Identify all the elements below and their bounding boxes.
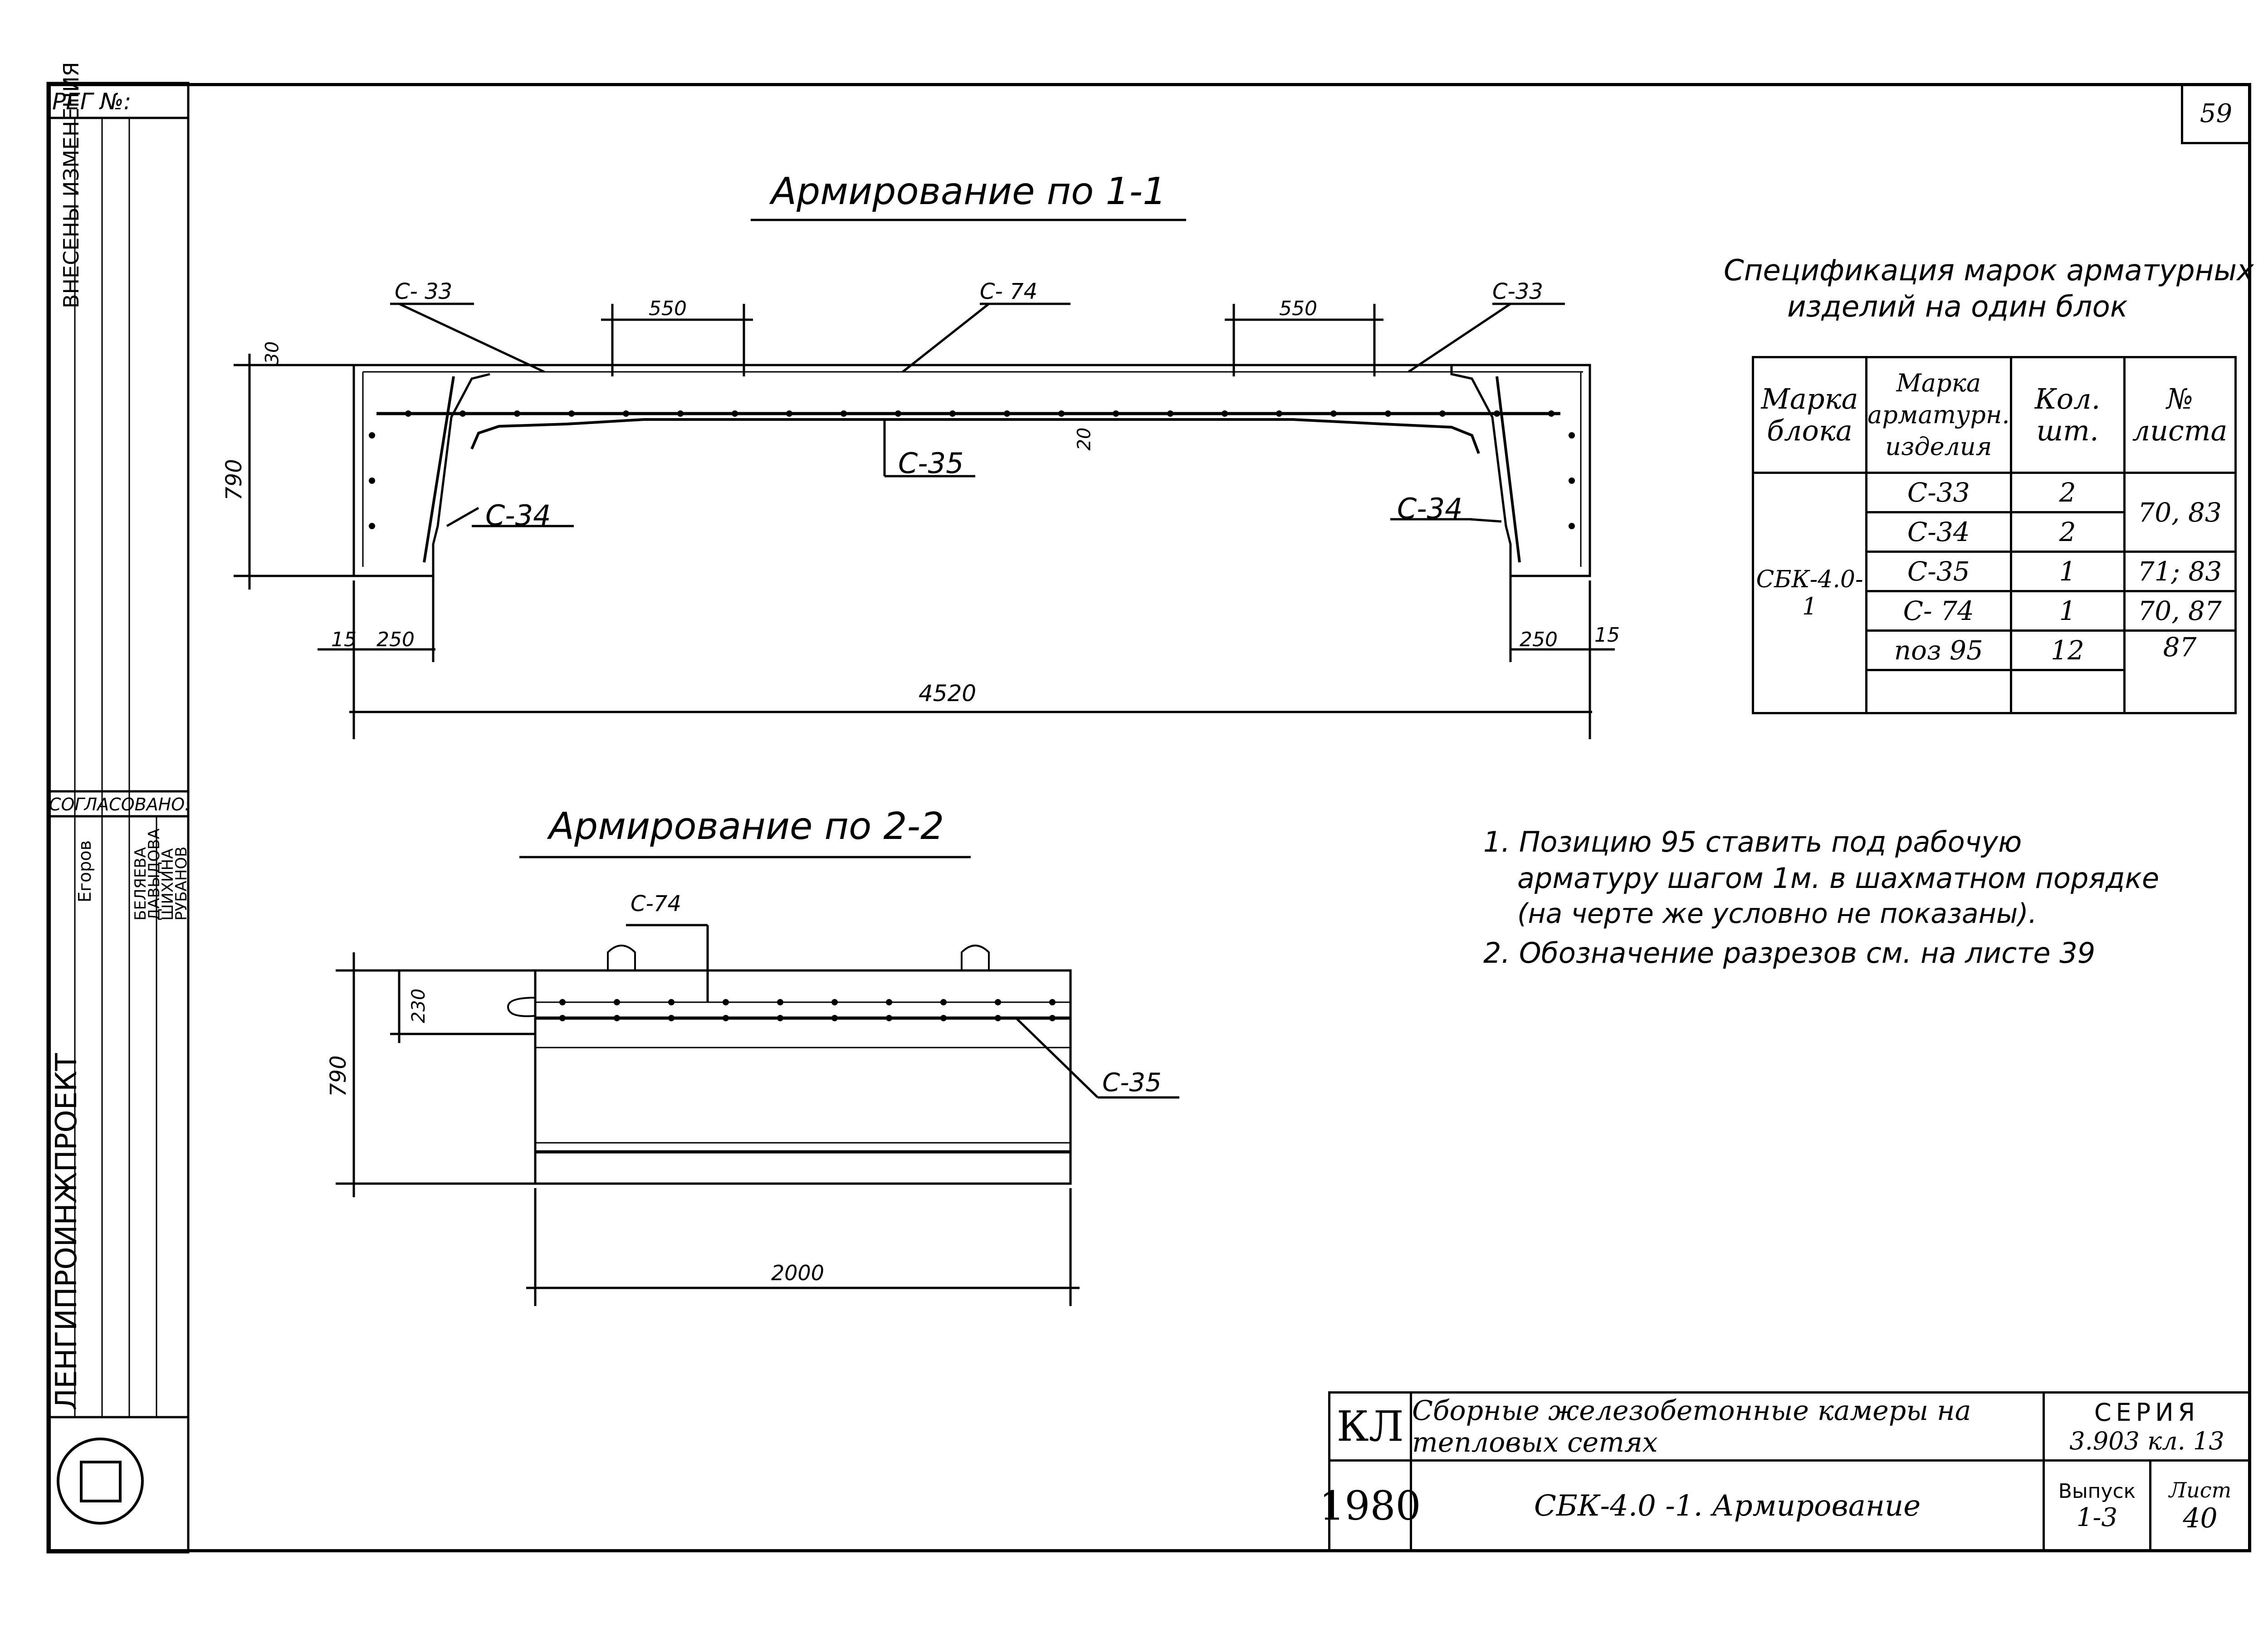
spec-sheet: 71; 83 [2123,551,2237,592]
spec-empty-cell [2009,669,2126,714]
spec-qty: 2 [2009,511,2126,553]
tb-sheet: Лист 40 [2149,1459,2251,1552]
spec-item: С-33 [1865,472,2012,513]
reg-number: РЕГ №: [52,88,132,115]
spec-header-sheet: № листа [2123,356,2237,474]
spec-empty-cell [1865,669,2012,714]
org-logo [57,1438,144,1525]
side-strip-lines [46,82,190,1554]
tb-issue-label: Выпуск [2058,1479,2136,1503]
spec-row: С- 74 1 70, 87 [1753,590,2237,632]
tb-series-label: СЕРИЯ [2094,1398,2200,1427]
spec-table: Марка блока Марка арматурн. изделия Кол.… [1752,356,2237,714]
spec-sheet: 87 [2123,629,2237,714]
label-c35-s2: С-35 [1102,1068,1162,1097]
note-line-3: (на черте же условно не показаны). [1517,898,2037,930]
spec-header-row: Марка блока Марка арматурн. изделия Кол.… [1752,356,2237,474]
spec-item: С- 74 [1865,590,2012,632]
label-c35: С-35 [898,447,964,480]
label-c33-right: С-33 [1492,279,1543,304]
spec-row: С-35 1 71; 83 [1753,551,2237,592]
spec-row-empty [1753,669,2236,714]
dim-230: 230 [408,988,430,1024]
drawing-frame [48,83,2251,1552]
sheet-number: 59 [2181,83,2251,144]
dim-15-right: 15 [1594,624,1620,647]
tb-series: СЕРИЯ 3.903 кл. 13 [2043,1391,2251,1462]
label-c74-s2: С-74 [631,891,681,916]
dim-550-left: 550 [649,297,687,320]
spec-title-1: Спецификация марок арматурных [1724,254,2254,288]
changes-text: ВНЕСЕНЫ ИЗМЕНЕНИЯ [59,62,83,308]
dim-790-s2: 790 [325,1055,351,1097]
dim-4520: 4520 [919,680,977,707]
note-line-1: 1. Позицию 95 ставить под рабочую [1483,825,2022,858]
spec-title-2: изделий на один блок [1787,290,2128,324]
spec-row: СБК-4.0-1 С-33 2 70, 83 [1752,472,2237,714]
dim-30: 30 [262,341,283,365]
spec-item: С-34 [1865,511,2012,553]
spec-qty: 1 [2009,551,2126,592]
tb-issue: Выпуск 1-3 [2043,1459,2151,1552]
spec-row: С-34 2 [1753,511,2236,553]
label-c74: С- 74 [980,279,1038,304]
dim-250-left: 250 [376,628,415,651]
dim-250-right: 250 [1520,628,1558,651]
spec-sheet: 70, 87 [2123,590,2237,632]
dim-790-s1: 790 [221,459,247,501]
agreed-text: СОГЛАСОВАНО: [49,795,191,814]
dim-2000: 2000 [771,1261,825,1285]
dim-15-left: 15 [331,628,357,651]
spec-block-mark: СБК-4.0-1 [1752,472,1867,714]
spec-sheet: 70, 83 [2123,472,2237,553]
tb-project: Сборные железобетонные камеры на тепловы… [1410,1391,2045,1462]
spec-header-qty: Кол. шт. [2009,356,2126,474]
spec-qty: 12 [2009,629,2126,671]
dim-20: 20 [1074,427,1095,451]
note-line-4: 2. Обозначение разрезов см. на листе 39 [1483,936,2096,970]
spec-row: поз 95 12 87 [1753,629,2237,714]
spec-item: поз 95 [1865,629,2012,671]
rebar-dots [369,410,1575,529]
dim-550-right: 550 [1279,297,1317,320]
org-name: ЛЕНГИПРОИНЖПРОЕКТ [50,1053,83,1410]
label-c34-right: С-34 [1397,492,1463,525]
spec-header-item: Марка арматурн. изделия [1865,356,2012,474]
section-2-2-drawing [336,856,1179,1306]
section-1-1-title: Армирование по 1-1 [771,170,1167,213]
staff-name: Егоров [75,840,95,902]
tb-issue-value: 1-3 [2076,1502,2118,1532]
section-2-2-title: Армирование по 2-2 [549,805,944,848]
tb-sheet-label: Лист [2169,1477,2232,1502]
label-c34-left: С-34 [485,499,551,532]
tb-sheet-value: 40 [2183,1502,2218,1534]
section-1-1-drawing [234,219,1615,739]
label-c33-left: С- 33 [395,279,453,304]
spec-qty: 2 [2009,472,2126,513]
logo-square-icon [80,1461,122,1502]
tb-year: 1980 [1320,1459,1421,1552]
spec-qty: 1 [2009,590,2126,632]
note-line-2: арматуру шагом 1м. в шахматном порядке [1517,862,2160,895]
spec-header-block: Марка блока [1752,356,1867,474]
title-block: КЛ 1980 Сборные железобетонные камеры на… [1320,1391,2251,1552]
tb-code: КЛ [1328,1391,1412,1462]
tb-series-value: 3.903 кл. 13 [2069,1426,2224,1455]
staff-4: РУБАНОВ [172,846,191,921]
tb-drawing: СБК-4.0 -1. Армирование [1410,1459,2045,1552]
spec-item: С-35 [1865,551,2012,592]
